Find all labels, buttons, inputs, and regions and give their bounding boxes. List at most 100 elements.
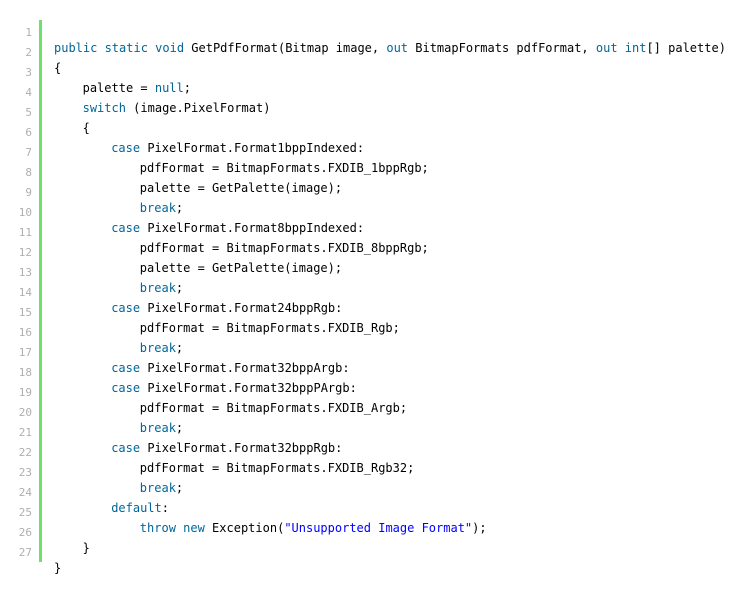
code-text: { [82,121,90,135]
code-keyword: switch [82,101,126,115]
code-text: BitmapFormats pdfFormat, [408,41,596,55]
code-keyword: public static void [54,41,185,55]
code-keyword: case [111,441,141,455]
code-text: } [82,541,90,555]
code-text: pdfFormat = BitmapFormats.FXDIB_8bppRgb; [139,241,429,255]
code-line: case PixelFormat.Format32bppPArgb: [111,378,357,398]
code-text: Exception( [204,521,285,535]
code-keyword: out [386,41,409,55]
code-text: PixelFormat.Format32bppArgb: [140,361,350,375]
code-text: PixelFormat.Format1bppIndexed: [140,141,365,155]
code-keyword: case [111,141,141,155]
code-text: { [54,61,62,75]
code-text: PixelFormat.Format32bppPArgb: [140,381,357,395]
code-text: pdfFormat = BitmapFormats.FXDIB_1bppRgb; [139,161,429,175]
code-text: (image.PixelFormat) [125,101,271,115]
code-text: palette = [82,81,155,95]
line-number: 2 [25,46,32,59]
code-text: palette = GetPalette(image); [139,181,343,195]
line-number: 24 [18,486,32,499]
code-line: default: [111,498,169,518]
code-text: pdfFormat = BitmapFormats.FXDIB_Argb; [139,401,408,415]
code-line: { [54,58,61,78]
code-line: public static void GetPdfFormat(Bitmap i… [54,38,726,58]
code-line: case PixelFormat.Format1bppIndexed: [111,138,364,158]
code-keyword: break [139,481,176,495]
code-line: switch (image.PixelFormat) [83,98,271,118]
line-number: 12 [18,246,32,259]
code-keyword: case [111,381,141,395]
code-line: case PixelFormat.Format24bppRgb: [111,298,342,318]
line-number: 20 [18,406,32,419]
code-keyword: out int [595,41,647,55]
code-line: case PixelFormat.Format32bppArgb: [111,358,349,378]
code-line: pdfFormat = BitmapFormats.FXDIB_1bppRgb; [140,158,429,178]
line-number: 6 [25,126,32,139]
code-keyword: case [111,361,141,375]
code-line: } [54,558,61,578]
line-number: 16 [18,326,32,339]
code-keyword: break [139,341,176,355]
code-line: pdfFormat = BitmapFormats.FXDIB_Rgb; [140,318,400,338]
code-text: ; [175,481,184,495]
code-text: ; [175,421,184,435]
line-number: 19 [18,386,32,399]
code-text: PixelFormat.Format24bppRgb: [140,301,343,315]
code-text: ; [175,201,184,215]
gutter-accent-bar [39,20,42,562]
line-number: 5 [25,106,32,119]
code-text: } [54,561,62,575]
code-keyword: default [111,501,162,515]
code-line: palette = GetPalette(image); [140,178,342,198]
code-text: ; [183,81,191,95]
code-text: PixelFormat.Format8bppIndexed: [140,221,365,235]
line-number: 25 [18,506,32,519]
code-keyword: break [139,421,176,435]
code-line: break; [140,338,183,358]
code-keyword: case [111,301,141,315]
code-keyword: break [139,201,176,215]
line-number: 22 [18,446,32,459]
line-number: 21 [18,426,32,439]
code-text: pdfFormat = BitmapFormats.FXDIB_Rgb32; [139,461,415,475]
line-number: 10 [18,206,32,219]
code-text: ; [175,281,184,295]
code-line: case PixelFormat.Format8bppIndexed: [111,218,364,238]
code-line: throw new Exception("Unsupported Image F… [140,518,487,538]
code-line: break; [140,278,183,298]
line-number: 23 [18,466,32,479]
code-text: ); [472,521,487,535]
code-line: } [83,538,90,558]
code-line: pdfFormat = BitmapFormats.FXDIB_Argb; [140,398,407,418]
line-number: 8 [25,166,32,179]
code-text: : [161,501,169,515]
line-number: 15 [18,306,32,319]
code-line: break; [140,478,183,498]
line-number: 9 [25,186,32,199]
code-line: case PixelFormat.Format32bppRgb: [111,438,342,458]
code-text: GetPdfFormat(Bitmap image, [184,41,387,55]
code-line: break; [140,418,183,438]
code-text: palette = GetPalette(image); [139,261,343,275]
code-keyword: throw new [139,521,205,535]
line-number: 3 [25,66,32,79]
code-text: pdfFormat = BitmapFormats.FXDIB_Rgb; [139,321,400,335]
line-number: 11 [18,226,32,239]
code-keyword: null [154,81,184,95]
code-line: palette = null; [83,78,191,98]
line-number: 26 [18,526,32,539]
code-text: ; [175,341,184,355]
code-line: break; [140,198,183,218]
line-number: 27 [18,546,32,559]
code-line: palette = GetPalette(image); [140,258,342,278]
code-line: pdfFormat = BitmapFormats.FXDIB_8bppRgb; [140,238,429,258]
line-number: 7 [25,146,32,159]
line-number: 1 [25,26,32,39]
code-area: public static void GetPdfFormat(Bitmap i… [54,0,733,598]
line-number: 4 [25,86,32,99]
code-string: "Unsupported Image Format" [284,521,473,535]
line-number: 14 [18,286,32,299]
code-keyword: break [139,281,176,295]
